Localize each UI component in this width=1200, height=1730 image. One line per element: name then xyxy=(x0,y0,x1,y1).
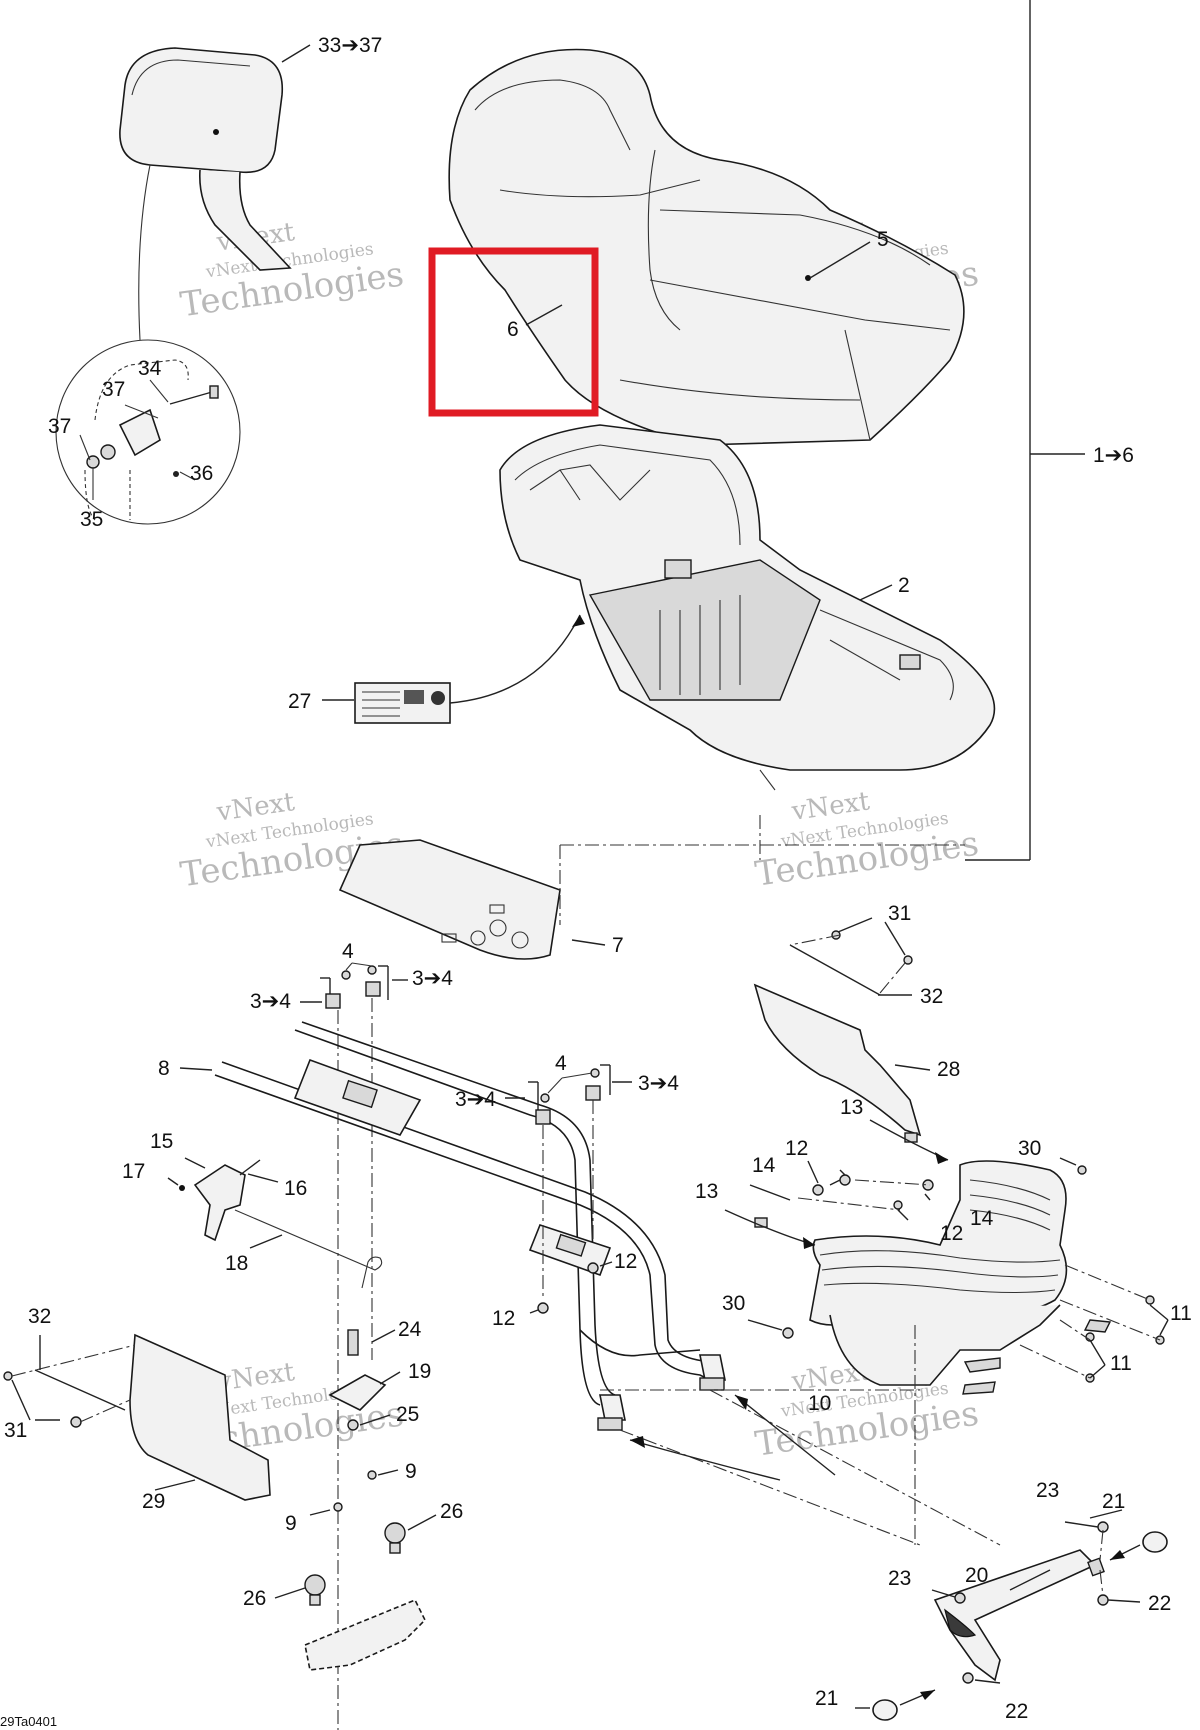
callout-3-4-b: 3➔4 xyxy=(250,990,291,1013)
callout-14-a: 14 xyxy=(752,1154,776,1177)
callout-19: 19 xyxy=(408,1360,431,1383)
callout-34: 34 xyxy=(138,357,162,380)
pivot-assembly xyxy=(274,1329,437,1671)
side-panel-left xyxy=(3,1333,271,1501)
callout-13-a: 13 xyxy=(840,1096,863,1119)
callout-12-b: 12 xyxy=(940,1222,963,1245)
callout-12-a: 12 xyxy=(785,1137,808,1160)
callout-31-b: 31 xyxy=(4,1419,27,1442)
callout-12-d: 12 xyxy=(492,1307,515,1330)
callout-7: 7 xyxy=(612,934,624,957)
seat-pad xyxy=(338,839,965,960)
callout-9-a: 9 xyxy=(405,1460,417,1483)
callout-3-4-c: 3➔4 xyxy=(455,1088,496,1111)
callout-27: 27 xyxy=(288,690,311,713)
reference-lines xyxy=(600,815,1001,1546)
callout-23-a: 23 xyxy=(1036,1479,1059,1502)
bolt-12-frame xyxy=(529,1261,613,1314)
fastener-group-left xyxy=(320,962,389,1730)
callout-21-a: 21 xyxy=(1102,1490,1125,1513)
callout-11-a: 11 xyxy=(1170,1302,1192,1325)
callout-11-b: 11 xyxy=(1110,1352,1132,1375)
callout-3-4-a: 3➔4 xyxy=(412,967,453,990)
callout-9-b: 9 xyxy=(285,1512,297,1535)
callout-12-c: 12 xyxy=(614,1250,637,1273)
fastener-group-right xyxy=(528,1064,611,1300)
callout-37-a: 37 xyxy=(102,378,125,401)
callout-24: 24 xyxy=(398,1318,422,1341)
backrest xyxy=(119,44,311,271)
side-panel-right xyxy=(753,917,931,1137)
callout-28: 28 xyxy=(937,1058,960,1081)
callout-20: 20 xyxy=(965,1564,988,1587)
callout-5: 5 xyxy=(877,228,889,251)
callout-26-b: 26 xyxy=(243,1587,266,1610)
callout-36: 36 xyxy=(190,462,213,485)
seat-frame xyxy=(179,1021,726,1431)
callout-14-b: 14 xyxy=(970,1207,994,1230)
callout-8: 8 xyxy=(158,1057,170,1080)
callout-32-b: 32 xyxy=(28,1305,51,1328)
callout-23-b: 23 xyxy=(888,1567,911,1590)
watermark-middle-right: vNext vNext Technologies Technologies xyxy=(753,786,981,894)
callout-21-b: 21 xyxy=(815,1687,838,1710)
rear-storage-bin xyxy=(724,1119,1169,1395)
highlight-box-callout-6 xyxy=(428,247,599,417)
callout-31-a: 31 xyxy=(888,902,911,925)
callout-26-a: 26 xyxy=(440,1500,463,1523)
watermark-top-left: vNext vNext Technologies Technologies xyxy=(178,217,406,325)
callout-32-a: 32 xyxy=(920,985,943,1008)
callout-33-37: 33➔37 xyxy=(318,34,382,57)
seat-latch xyxy=(167,1157,383,1289)
callout-2: 2 xyxy=(898,574,910,597)
callout-4-b: 4 xyxy=(555,1052,567,1075)
callout-10: 10 xyxy=(808,1392,831,1415)
seat-cover xyxy=(448,48,965,446)
callout-16: 16 xyxy=(284,1177,307,1200)
callout-30-b: 30 xyxy=(722,1292,745,1315)
callout-37-b: 37 xyxy=(48,415,71,438)
callout-13-b: 13 xyxy=(695,1180,718,1203)
callout-18: 18 xyxy=(225,1252,248,1275)
callout-22-b: 22 xyxy=(1005,1700,1028,1723)
callout-29: 29 xyxy=(142,1490,165,1513)
callout-6: 6 xyxy=(507,318,519,341)
callout-15: 15 xyxy=(150,1130,173,1153)
foot-bracket xyxy=(855,1509,1168,1721)
label-decal xyxy=(322,614,585,724)
seat-base xyxy=(499,424,996,791)
callout-4-a: 4 xyxy=(342,940,354,963)
backrest-detail-view xyxy=(55,164,241,525)
callout-17: 17 xyxy=(122,1160,145,1183)
callout-25: 25 xyxy=(396,1403,419,1426)
group-bracket-1-6 xyxy=(965,0,1085,861)
callout-35: 35 xyxy=(80,508,103,531)
callout-30-a: 30 xyxy=(1018,1137,1041,1160)
callout-1-6: 1➔6 xyxy=(1093,444,1134,467)
drawing-code: 29Ta0401 xyxy=(0,1714,57,1729)
callout-22-a: 22 xyxy=(1148,1592,1171,1615)
callout-3-4-d: 3➔4 xyxy=(638,1072,679,1095)
